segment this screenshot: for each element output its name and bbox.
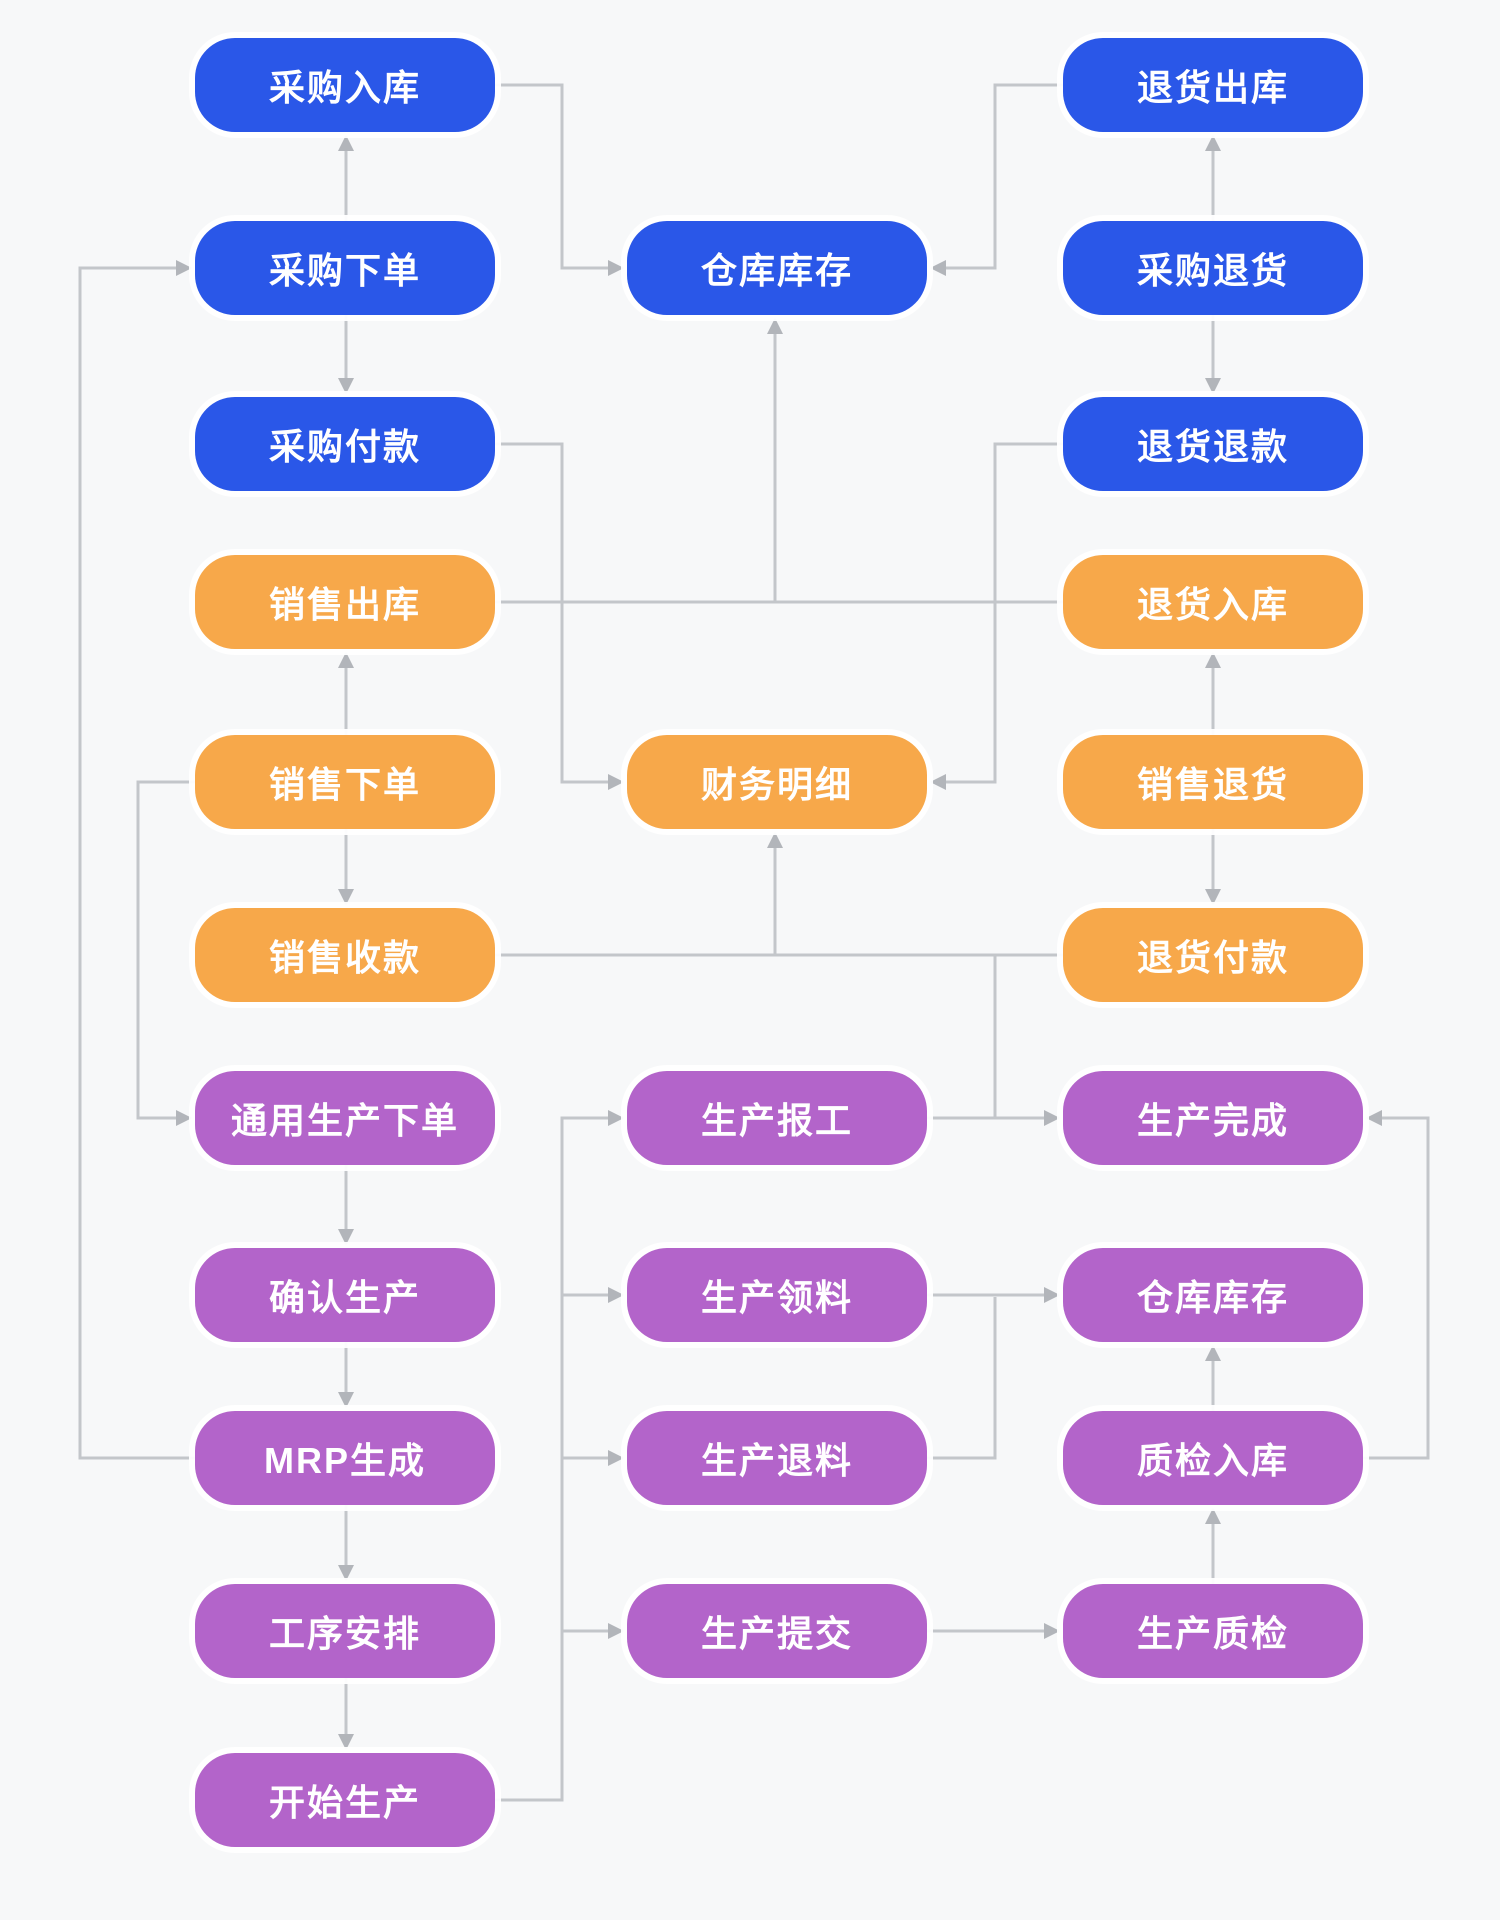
node-label: 销售收款 <box>268 937 421 978</box>
node-label: 生产退料 <box>700 1440 853 1481</box>
node-sales-outbound[interactable]: 销售出库 <box>195 555 495 649</box>
edge-production-material-return-to-warehouse-stock-2 <box>927 1297 997 1460</box>
edge-sales-order-to-general-production-order <box>136 780 195 1126</box>
node-warehouse-stock[interactable]: 仓库库存 <box>627 221 927 315</box>
node-label: 确认生产 <box>268 1277 421 1318</box>
edge-purchase-payment-to-finance-detail <box>495 442 624 790</box>
node-label: 采购下单 <box>268 250 421 291</box>
node-start-production[interactable]: 开始生产 <box>195 1753 495 1847</box>
edge-return-outbound-to-warehouse-stock <box>930 83 1063 276</box>
node-label: 生产领料 <box>700 1277 853 1318</box>
edge-purchase-inbound-to-warehouse-stock <box>495 83 624 276</box>
node-purchase-return[interactable]: 采购退货 <box>1063 221 1363 315</box>
node-label: 生产报工 <box>700 1100 853 1141</box>
node-label: 退货退款 <box>1136 426 1289 467</box>
node-sales-receipt[interactable]: 销售收款 <box>195 908 495 1002</box>
node-label: 工序安排 <box>268 1613 421 1654</box>
node-production-reporting[interactable]: 生产报工 <box>627 1071 927 1165</box>
node-finance-detail[interactable]: 财务明细 <box>627 735 927 829</box>
node-mrp-generate[interactable]: MRP生成 <box>195 1411 495 1505</box>
node-purchase-order[interactable]: 采购下单 <box>195 221 495 315</box>
node-label: MRP生成 <box>264 1440 426 1481</box>
node-label: 采购入库 <box>268 67 421 108</box>
node-label: 退货付款 <box>1136 937 1289 978</box>
edge-qc-inbound-to-production-complete <box>1363 1110 1430 1460</box>
node-label: 采购退货 <box>1136 250 1289 291</box>
node-return-refund[interactable]: 退货退款 <box>1063 397 1363 491</box>
node-label: 财务明细 <box>700 764 853 805</box>
node-label: 销售下单 <box>268 764 421 805</box>
edge-return-refund-to-finance-detail <box>930 442 1063 790</box>
node-sales-return[interactable]: 销售退货 <box>1063 735 1363 829</box>
node-label: 仓库库存 <box>1136 1277 1289 1318</box>
node-warehouse-stock-2[interactable]: 仓库库存 <box>1063 1248 1363 1342</box>
node-production-complete[interactable]: 生产完成 <box>1063 1071 1363 1165</box>
node-label: 仓库库存 <box>700 250 853 291</box>
node-production-material-return[interactable]: 生产退料 <box>627 1411 927 1505</box>
node-label: 销售出库 <box>268 584 421 625</box>
node-label: 生产质检 <box>1136 1613 1289 1654</box>
node-label: 退货出库 <box>1136 67 1289 108</box>
node-qc-inbound[interactable]: 质检入库 <box>1063 1411 1363 1505</box>
node-label: 通用生产下单 <box>230 1100 459 1141</box>
node-label: 退货入库 <box>1136 584 1289 625</box>
node-return-outbound[interactable]: 退货出库 <box>1063 38 1363 132</box>
node-label: 生产完成 <box>1136 1100 1289 1141</box>
node-return-inbound[interactable]: 退货入库 <box>1063 555 1363 649</box>
node-general-production-order[interactable]: 通用生产下单 <box>195 1071 495 1165</box>
node-sales-order[interactable]: 销售下单 <box>195 735 495 829</box>
node-confirm-production[interactable]: 确认生产 <box>195 1248 495 1342</box>
node-purchase-payment[interactable]: 采购付款 <box>195 397 495 491</box>
node-process-schedule[interactable]: 工序安排 <box>195 1584 495 1678</box>
node-purchase-inbound[interactable]: 采购入库 <box>195 38 495 132</box>
node-production-material-pick[interactable]: 生产领料 <box>627 1248 927 1342</box>
node-label: 销售退货 <box>1136 764 1289 805</box>
node-production-submit[interactable]: 生产提交 <box>627 1584 927 1678</box>
node-return-payment[interactable]: 退货付款 <box>1063 908 1363 1002</box>
node-label: 开始生产 <box>268 1782 421 1823</box>
node-label: 采购付款 <box>268 426 421 467</box>
node-label: 质检入库 <box>1136 1440 1289 1481</box>
node-label: 生产提交 <box>700 1613 853 1654</box>
node-production-qc[interactable]: 生产质检 <box>1063 1584 1363 1678</box>
edge-mrp-generate-to-purchase-order <box>78 260 195 1460</box>
